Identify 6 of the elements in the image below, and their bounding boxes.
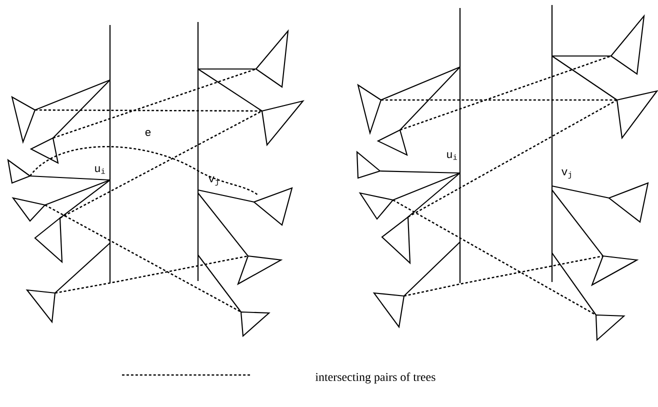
vertex-label: v$_{j}$ — [208, 176, 218, 186]
vertex-label: u$_{i}$ — [447, 152, 457, 160]
legend-text: intersecting pairs of trees — [315, 372, 436, 384]
vertex-label: v$_{j}$ — [562, 169, 571, 179]
vertex-label: u$_{i}$ — [95, 166, 105, 174]
curve-label: e — [145, 130, 151, 136]
